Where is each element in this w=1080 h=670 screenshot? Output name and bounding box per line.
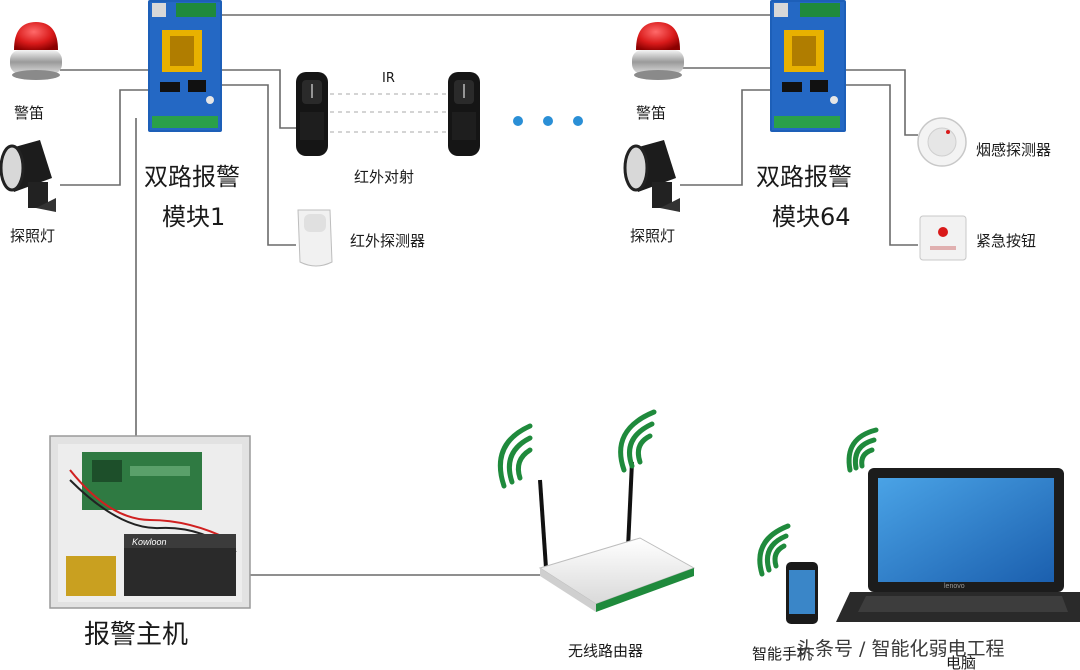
ir-emitter-icon (296, 72, 328, 156)
ir-receiver-icon (448, 72, 480, 156)
laptop-label: 电脑 (946, 654, 976, 670)
wiring (60, 14, 918, 576)
siren-right-label: 警笛 (636, 104, 666, 122)
wire-module1-to-ir-emitter (222, 69, 298, 129)
wire-spotlight-right (680, 89, 770, 186)
ir-beam-label: 红外对射 (354, 168, 414, 186)
wifi-icon (497, 423, 533, 489)
alarm-host-icon: Kowloon (49, 435, 251, 609)
emergency-button-label: 紧急按钮 (976, 232, 1036, 250)
siren-icon (10, 22, 62, 80)
siren-left-label: 警笛 (14, 104, 44, 122)
alarm-module-64-board (770, 0, 846, 132)
wire-emergency (846, 84, 918, 246)
alarm-host-label: 报警主机 (84, 620, 188, 650)
smoke-detector-label: 烟感探测器 (976, 141, 1051, 159)
siren-icon (632, 22, 684, 80)
pir-detector-label: 红外探测器 (350, 232, 425, 250)
spotlight-icon (0, 140, 56, 212)
wire-spotlight-left (60, 89, 148, 186)
module64-title-line1: 双路报警 (756, 163, 852, 191)
ellipsis-dots (513, 116, 583, 126)
module64-title-line2: 模块64 (772, 203, 851, 231)
laptop-icon: lenovo (836, 468, 1080, 622)
ir-text-label: IR (382, 71, 395, 86)
router-label: 无线路由器 (568, 642, 643, 660)
module1-title-line1: 双路报警 (144, 163, 240, 191)
module1-title-line2: 模块1 (162, 203, 225, 231)
phone-label: 智能手机 (752, 645, 812, 663)
spotlight-left-label: 探照灯 (10, 227, 55, 245)
ir-beam (330, 93, 446, 133)
battery-brand: Kowloon (132, 537, 167, 547)
wire-smoke (846, 69, 918, 136)
wifi-icon (846, 427, 879, 473)
wireless-router-icon (538, 461, 696, 612)
wifi-icon (618, 409, 657, 473)
alarm-module-1-board (148, 0, 222, 132)
smartphone-icon (786, 562, 818, 624)
wifi-icon (757, 523, 791, 577)
pir-detector-icon (297, 209, 333, 267)
laptop-brand: lenovo (944, 583, 965, 590)
spotlight-icon (623, 140, 680, 212)
spotlight-right-label: 探照灯 (630, 227, 675, 245)
smoke-detector-icon (917, 117, 967, 167)
watermark: 头条号 / 智能化弱电工程 (796, 638, 1004, 660)
emergency-button-icon (919, 215, 967, 261)
wire-module1-to-pir (222, 84, 296, 246)
